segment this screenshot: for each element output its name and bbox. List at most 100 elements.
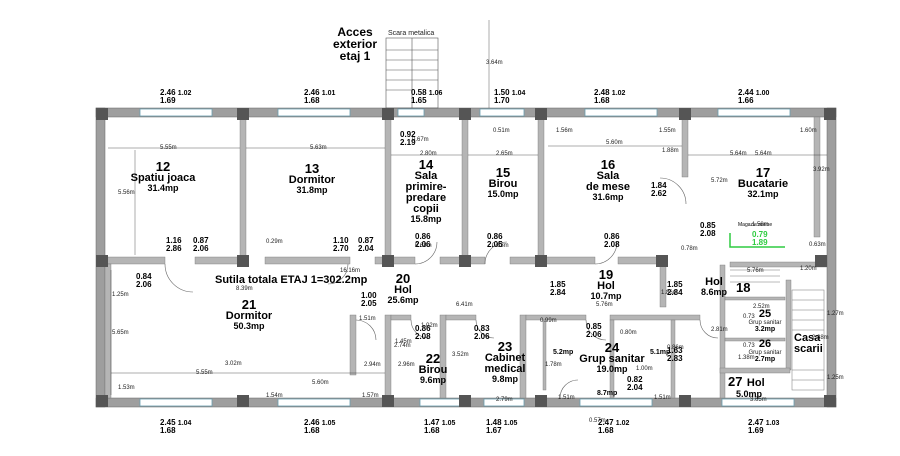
opening-height: 1.65 bbox=[411, 96, 427, 105]
opening-width: 0.87 bbox=[358, 236, 374, 245]
dimension-lines bbox=[108, 20, 827, 395]
dimension-label: 1.27m bbox=[827, 311, 844, 317]
dimension-label: 0.57m bbox=[589, 418, 606, 424]
dimension-label: 5.64m bbox=[755, 151, 772, 157]
opening-width: 0.85 bbox=[586, 322, 602, 331]
dimension-label: 0.29m bbox=[266, 239, 283, 245]
opening-height: 1.68 bbox=[594, 96, 610, 105]
room-number: 16 bbox=[600, 157, 616, 172]
dimension-label: 5.63m bbox=[310, 145, 327, 151]
room-number: 19 bbox=[598, 267, 614, 282]
dimension-label: 5.72m bbox=[711, 178, 728, 184]
opening-width: 0.86 bbox=[604, 232, 620, 241]
opening-sill: 1.05 bbox=[441, 420, 456, 427]
opening-height: 1.68 bbox=[598, 426, 614, 435]
opening-width: 1.85 bbox=[550, 280, 566, 289]
room-number: 14 bbox=[418, 157, 434, 172]
dimension-label: 2.81m bbox=[711, 327, 728, 333]
opening-sill: 1.00 bbox=[755, 90, 770, 97]
opening-height: 1.69 bbox=[748, 426, 764, 435]
opening-sill: 1.05 bbox=[321, 420, 336, 427]
room-name: Grup sanitar bbox=[748, 350, 782, 356]
opening-width: 0.85 bbox=[700, 221, 716, 230]
room-25: 25 Grup sanitar 3.2mp bbox=[748, 308, 782, 334]
opening-width: 2.45 bbox=[160, 418, 178, 427]
dimension-label: 0.78m bbox=[681, 246, 698, 252]
opening-width: 0.87 bbox=[193, 236, 209, 245]
room-area: 8.6mp bbox=[700, 287, 728, 297]
dimension-label: 1.51m bbox=[359, 316, 376, 322]
dimension-label: 1.88m bbox=[662, 148, 679, 154]
room-number: 24 bbox=[604, 340, 620, 355]
area-8-7: 8.7mp bbox=[597, 390, 618, 397]
dimension-label: 5.76m bbox=[596, 302, 613, 308]
dimension-label: 5.60m bbox=[606, 140, 623, 146]
opening-width: 2.46 bbox=[160, 88, 178, 97]
dimension-label: 3.64m bbox=[486, 60, 503, 66]
room-name: predare bbox=[405, 192, 447, 204]
room-17: 17 Bucatarie 32.1mp bbox=[738, 166, 788, 199]
windows bbox=[139, 108, 795, 407]
dimension-label: 5.64m bbox=[730, 151, 747, 157]
dimension-label: 5.55m bbox=[160, 145, 177, 151]
dimension-label: 1.02m bbox=[421, 323, 438, 329]
opening-height: 1.68 bbox=[304, 426, 320, 435]
dimension-label: 1.55m bbox=[659, 128, 676, 134]
dimension-label: 8.39m bbox=[236, 286, 253, 292]
room-number: 17 bbox=[755, 165, 771, 180]
opening-sill: 1.03 bbox=[765, 420, 780, 427]
dimension-label: 0.83m bbox=[492, 243, 509, 249]
opening-width: 1.63 bbox=[667, 346, 683, 355]
dimension-label: 1.25m bbox=[827, 375, 844, 381]
opening-sill: 1.02 bbox=[177, 90, 192, 97]
dimension-label: 1.60m bbox=[800, 128, 817, 134]
opening-height: 2.19 bbox=[400, 138, 416, 147]
room-22: 22 Birou 9.6mp bbox=[419, 352, 448, 385]
dimension-label: 5.55m bbox=[196, 370, 213, 376]
dimension-label: 1.25m bbox=[112, 292, 129, 298]
room-21: 21 Dormitor 50.3mp bbox=[226, 298, 272, 331]
room-name: Cabinet bbox=[484, 352, 526, 364]
room-area: 19.0mp bbox=[596, 364, 628, 374]
opening-height: 2.04 bbox=[627, 383, 643, 392]
opening-width: 1.10 bbox=[333, 236, 349, 245]
dimension-label: 16.16m bbox=[340, 268, 361, 274]
opening-height: 1.67 bbox=[486, 426, 502, 435]
room-name: Grup sanitar bbox=[748, 320, 782, 326]
interior-stair bbox=[730, 269, 825, 391]
room-name: Dormitor bbox=[225, 310, 273, 322]
opening-height: 2.70 bbox=[333, 244, 349, 253]
dimension-label: 0.80m bbox=[620, 330, 637, 336]
doors bbox=[164, 177, 719, 399]
room-13: 13 Dormitor 31.8mp bbox=[289, 162, 335, 195]
stair-case-label: Casa scarii bbox=[794, 333, 823, 355]
room-area: 15.0mp bbox=[487, 189, 519, 199]
room-number: 12 bbox=[155, 159, 171, 174]
opening-height: 2.86 bbox=[166, 244, 182, 253]
opening-sill: 1.04 bbox=[177, 420, 192, 427]
opening-height: 2.04 bbox=[358, 244, 374, 253]
dimension-label: 1.53m bbox=[118, 385, 135, 391]
opening-height: 2.06 bbox=[136, 280, 152, 289]
area-5-2: 5.2mp bbox=[553, 349, 574, 356]
opening-height: 2.08 bbox=[700, 229, 716, 238]
dimension-label: 0.73 bbox=[743, 314, 755, 320]
room-number: 25 bbox=[758, 308, 772, 320]
room-name: Dormitor bbox=[288, 174, 336, 186]
room-area: 2.7mp bbox=[754, 356, 776, 363]
opening-height: 2.84 bbox=[667, 288, 683, 297]
pantry-label: Magazie merse bbox=[738, 222, 773, 228]
room-23: 23 Cabinet medical 9.8mp bbox=[485, 340, 526, 384]
